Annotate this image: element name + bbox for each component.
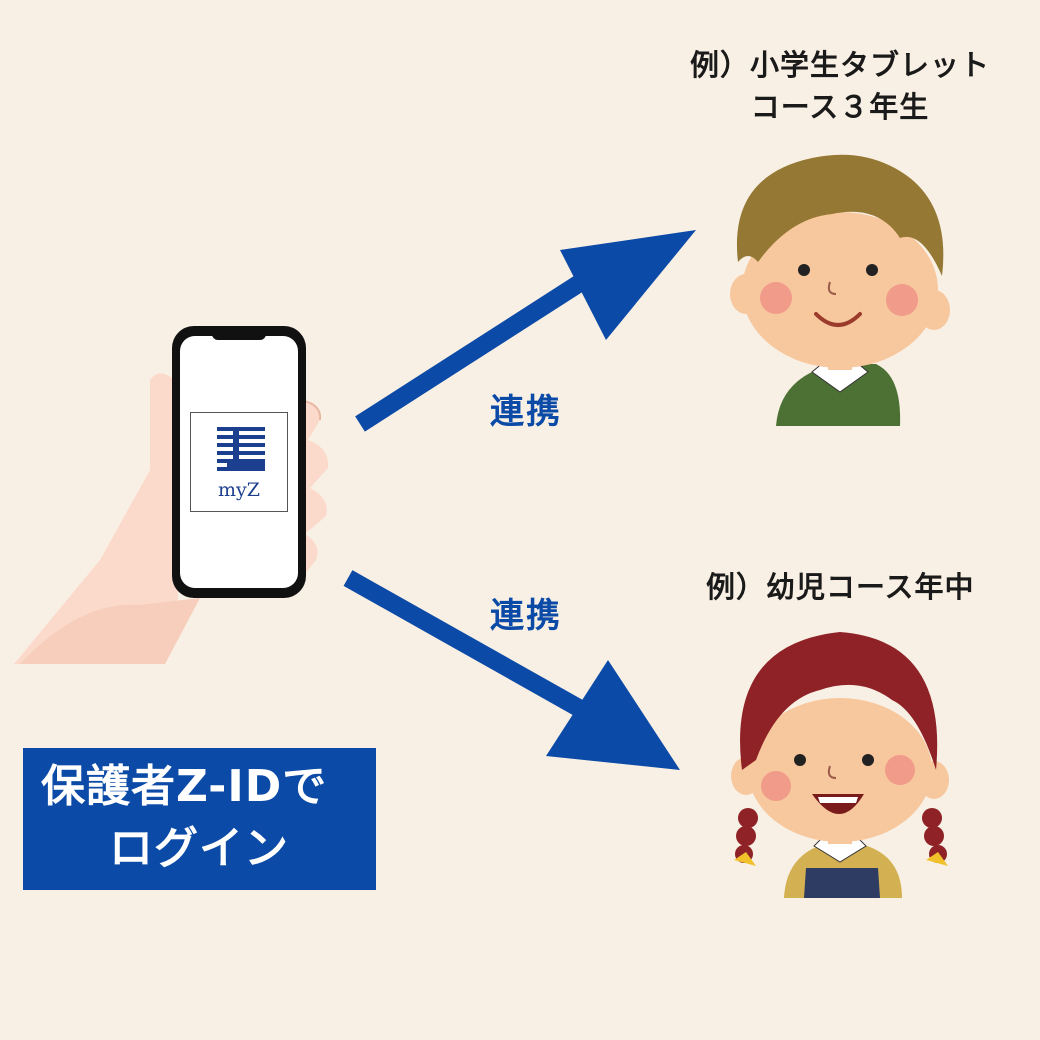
girl-caption: 例）幼児コース年中 xyxy=(706,570,975,604)
boy-caption-line2: コース３年生 xyxy=(750,90,930,124)
boy-caption-line1: 例）小学生タブレット xyxy=(690,48,991,82)
z-kai-logo-icon xyxy=(217,427,265,471)
boy-avatar xyxy=(730,154,950,426)
myz-app-logo[interactable]: myZ xyxy=(190,412,288,512)
link-label-bottom: 連携 xyxy=(490,596,562,636)
login-line2: ログイン xyxy=(109,823,289,874)
app-name: myZ xyxy=(218,479,260,501)
girl-avatar xyxy=(731,632,949,898)
login-banner[interactable]: 保護者Z-IDで ログイン xyxy=(23,748,376,890)
login-line1: 保護者Z-IDで xyxy=(41,761,328,812)
link-label-top: 連携 xyxy=(490,392,562,432)
boy-caption: 例）小学生タブレット コース３年生 xyxy=(690,44,990,128)
arrow-to-boy xyxy=(355,230,696,432)
arrow-to-girl xyxy=(343,570,680,770)
